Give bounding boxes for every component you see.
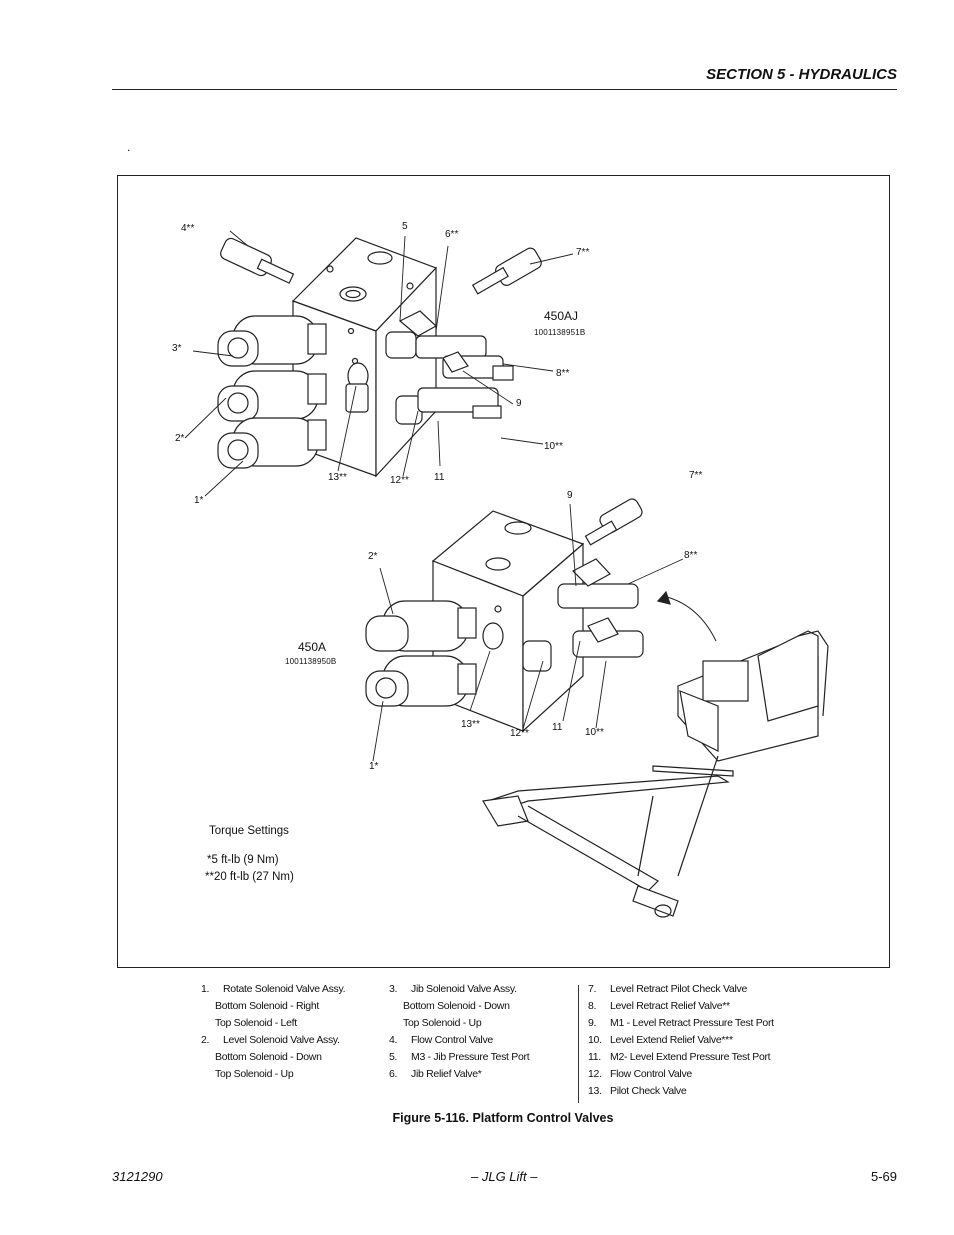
callout-top-13: 13** (328, 472, 347, 483)
legend-num: 8. (588, 1000, 597, 1012)
legend-num: 5. (389, 1051, 398, 1063)
footer-brand: – JLG Lift – (471, 1169, 538, 1184)
legend-item: 3. Jib Solenoid Valve Assy. (389, 981, 529, 998)
bottom-cartridges (522, 498, 644, 672)
callout-top-3: 3* (172, 343, 182, 354)
figure-caption: Figure 5-116. Platform Control Valves (392, 1111, 614, 1125)
stray-mark: . (127, 140, 131, 154)
legend-item: 4. Flow Control Valve (389, 1032, 529, 1049)
legend-text: Flow Control Valve (411, 1034, 493, 1046)
callout-bottom-2: 2* (368, 551, 378, 562)
legend-num: 11. (588, 1051, 601, 1063)
top-cartridges (345, 310, 514, 425)
bottom-solenoid-stack (365, 600, 477, 707)
model-label-top: 450AJ (544, 309, 579, 323)
top-solenoid-stack (217, 315, 327, 469)
callout-bottom-9: 9 (567, 490, 573, 501)
page-number: 5-69 (870, 1169, 897, 1184)
torque-line-1: *5 ft-lb (9 Nm) (207, 854, 279, 866)
legend-item: 9. M1 - Level Retract Pressure Test Port (588, 1015, 774, 1032)
legend-num: 3. (389, 983, 398, 995)
legend-subitem: Bottom Solenoid - Down (215, 1051, 322, 1063)
legend-num: 7. (588, 983, 597, 995)
legend-text: Rotate Solenoid Valve Assy. (223, 983, 346, 995)
callout-top-1: 1* (194, 495, 204, 506)
legend-text: M2- Level Extend Pressure Test Port (610, 1051, 771, 1063)
legend-item: 6. Jib Relief Valve* (389, 1066, 529, 1083)
legend-item: 2. Level Solenoid Valve Assy. (201, 1032, 345, 1049)
legend-item: 13. Pilot Check Valve (588, 1083, 774, 1100)
callout-top-9: 9 (516, 398, 522, 409)
legend-subitem: Bottom Solenoid - Down (403, 1000, 510, 1012)
legend-text: Flow Control Valve (610, 1068, 692, 1080)
header-rule (112, 89, 897, 90)
legend-item: 1. Rotate Solenoid Valve Assy. (201, 981, 346, 998)
callout-top-10: 10** (544, 441, 563, 452)
legend-subitem: Top Solenoid - Up (403, 1017, 482, 1029)
legend-num: 10. (588, 1034, 602, 1046)
legend-text: Pilot Check Valve (610, 1085, 687, 1097)
callout-top-8: 8** (556, 368, 570, 379)
legend-item: 10. Level Extend Relief Valve*** (588, 1032, 774, 1049)
partno-top: 1001138951B (534, 328, 586, 337)
legend-subitem: Top Solenoid - Up (215, 1068, 294, 1080)
callout-top-5: 5 (402, 221, 408, 232)
valve-illustration (184, 230, 829, 918)
legend-column-2: 3. Jib Solenoid Valve Assy. Bottom Soleno… (389, 981, 530, 1083)
callout-bottom-7: 7** (689, 470, 703, 481)
callout-top-6: 6** (445, 229, 459, 240)
legend-num: 2. (201, 1034, 210, 1046)
callout-bottom-8: 8** (684, 550, 698, 561)
legend-text: M1 - Level Retract Pressure Test Port (610, 1017, 774, 1029)
legend-num: 13. (588, 1085, 602, 1097)
legend-num: 4. (389, 1034, 398, 1046)
callout-top-2: 2* (175, 433, 185, 444)
torque-title: Torque Settings (209, 825, 289, 837)
leader-lines (184, 230, 684, 762)
callout-top-4: 4** (181, 223, 195, 234)
callout-bottom-10: 10** (585, 727, 604, 738)
figure-frame: 4** 5 6** 7** 3* 8** 9 2* 10** 13** 12**… (117, 175, 890, 968)
legend-num: 9. (588, 1017, 597, 1029)
legend-item: 5. M3 - Jib Pressure Test Port (389, 1049, 530, 1066)
legend-text: Level Retract Pilot Check Valve (610, 983, 747, 995)
callout-bottom-11: 11 (552, 722, 563, 733)
callout-top-7: 7** (576, 247, 590, 258)
platform-frame (482, 590, 829, 918)
legend-item: 11. M2- Level Extend Pressure Test Port (588, 1049, 774, 1066)
legend-text: Jib Relief Valve* (411, 1068, 482, 1080)
legend-text: M3 - Jib Pressure Test Port (411, 1051, 530, 1063)
callout-top-12: 12** (390, 475, 409, 486)
legend-num: 1. (201, 983, 210, 995)
top-loose-fittings (220, 237, 542, 295)
callout-bottom-1: 1* (369, 761, 379, 772)
partno-bottom: 1001138950B (285, 657, 337, 666)
legend-num: 12. (588, 1068, 602, 1080)
model-label-bottom: 450A (298, 640, 327, 654)
section-title: SECTION 5 - HYDRAULICS (706, 66, 897, 83)
legend-item: 7. Level Retract Pilot Check Valve (588, 981, 774, 998)
legend-subitem: Top Solenoid - Left (215, 1017, 297, 1029)
legend-divider (578, 985, 579, 1103)
torque-line-2: **20 ft-lb (27 Nm) (205, 871, 294, 883)
callout-bottom-12: 12** (510, 728, 529, 739)
legend-text: Level Extend Relief Valve*** (610, 1034, 733, 1046)
legend-column-3: 7. Level Retract Pilot Check Valve 8. Leve… (588, 981, 774, 1100)
legend-item: 12. Flow Control Valve (588, 1066, 774, 1083)
legend-subitem: Bottom Solenoid - Right (215, 1000, 319, 1012)
legend-num: 6. (389, 1068, 398, 1080)
legend-text: Level Retract Relief Valve** (610, 1000, 730, 1012)
legend-item: 8. Level Retract Relief Valve** (588, 998, 774, 1015)
legend-text: Jib Solenoid Valve Assy. (411, 983, 517, 995)
legend-column-1: 1. Rotate Solenoid Valve Assy. Bottom Sol… (201, 981, 346, 1083)
callout-top-11: 11 (434, 472, 445, 483)
callout-bottom-13: 13** (461, 719, 480, 730)
doc-number: 3121290 (112, 1169, 163, 1184)
legend-text: Level Solenoid Valve Assy. (223, 1034, 340, 1046)
